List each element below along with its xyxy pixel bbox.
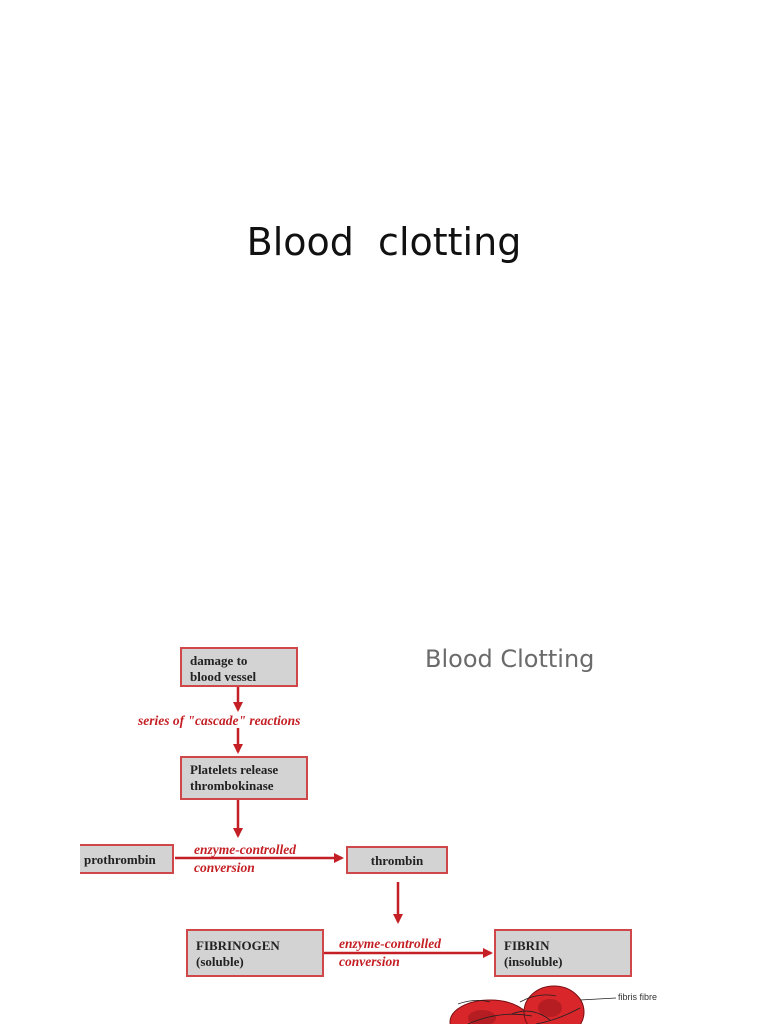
blood-clotting-figure: Blood Clotting bbox=[80, 630, 680, 1024]
fibrinogen-box-line-2: (soluble) bbox=[196, 954, 244, 969]
damage-box: damage to blood vessel bbox=[180, 647, 298, 687]
enzyme-label-1-line-2: conversion bbox=[194, 860, 255, 875]
cascade-label: series of "cascade" reactions bbox=[138, 713, 301, 728]
prothrombin-box: prothrombin bbox=[80, 844, 174, 874]
thrombin-box: thrombin bbox=[346, 846, 448, 874]
fibris-fibre-label: fibris fibre bbox=[618, 992, 658, 1002]
blood-cells-illustration bbox=[449, 985, 617, 1024]
enzyme-label-1-line-1: enzyme-controlled bbox=[194, 842, 296, 857]
slide-title: Blood clotting bbox=[246, 220, 522, 264]
fibrinogen-box: FIBRINOGEN (soluble) bbox=[186, 929, 324, 977]
enzyme-label-2-line-2: conversion bbox=[339, 954, 400, 969]
fibrin-box-line-2: (insoluble) bbox=[504, 954, 563, 969]
fibrin-box-line-1: FIBRIN bbox=[504, 938, 550, 953]
damage-box-line-2: blood vessel bbox=[190, 669, 257, 684]
flow-arrows bbox=[175, 686, 617, 1024]
damage-box-line-1: damage to bbox=[190, 653, 248, 668]
enzyme-label-2-line-1: enzyme-controlled bbox=[339, 936, 441, 951]
figure-title: Blood Clotting bbox=[425, 645, 595, 673]
platelets-box-line-2: thrombokinase bbox=[190, 778, 274, 793]
platelets-box: Platelets release thrombokinase bbox=[180, 756, 308, 800]
platelets-box-line-1: Platelets release bbox=[190, 762, 279, 777]
fibrinogen-box-line-1: FIBRINOGEN bbox=[196, 938, 280, 953]
prothrombin-box-line: prothrombin bbox=[84, 852, 156, 867]
thrombin-box-line: thrombin bbox=[370, 853, 424, 868]
fibrin-box: FIBRIN (insoluble) bbox=[494, 929, 632, 977]
